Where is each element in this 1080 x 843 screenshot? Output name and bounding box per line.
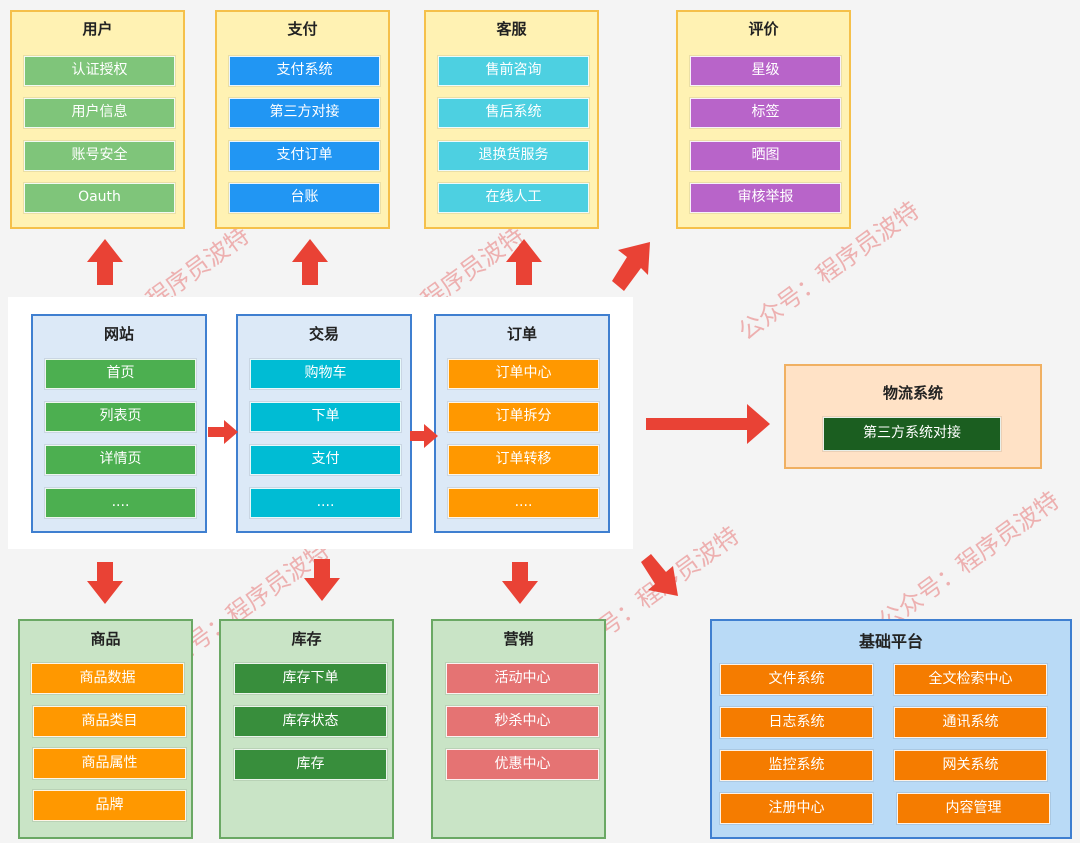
order-item: 订单拆分 (448, 402, 599, 432)
trade-module: 交易 购物车 下单 支付 .... (236, 314, 412, 533)
inventory-module: 库存 库存下单 库存状态 库存 (219, 619, 394, 839)
service-item: 售后系统 (438, 98, 589, 128)
payment-module-title: 支付 (287, 20, 318, 38)
marketing-item: 活动中心 (446, 663, 599, 694)
platform-item: 全文检索中心 (894, 664, 1047, 695)
website-module: 网站 首页 列表页 详情页 .... (31, 314, 207, 533)
arrow-up-icon (292, 239, 328, 285)
arrow-right-icon (410, 424, 438, 448)
website-module-title: 网站 (103, 325, 134, 343)
trade-item: .... (250, 488, 401, 518)
user-item: Oauth (24, 183, 175, 213)
order-module-title: 订单 (506, 325, 537, 343)
website-item: 详情页 (45, 445, 196, 475)
product-item: 商品属性 (33, 748, 186, 779)
order-module: 订单 订单中心 订单拆分 订单转移 .... (434, 314, 610, 533)
platform-item: 日志系统 (720, 707, 873, 738)
payment-item: 支付订单 (229, 141, 380, 171)
product-module: 商品 商品数据 商品类目 商品属性 品牌 (18, 619, 193, 839)
service-module: 客服 售前咨询 售后系统 退换货服务 在线人工 (424, 10, 599, 229)
review-module-title: 评价 (748, 20, 779, 38)
user-module-title: 用户 (82, 20, 113, 38)
website-item: 首页 (45, 359, 196, 389)
product-item: 商品类目 (33, 706, 186, 737)
platform-item: 网关系统 (894, 750, 1047, 781)
marketing-module-title: 营销 (503, 630, 534, 648)
service-item: 售前咨询 (438, 56, 589, 86)
product-item: 品牌 (33, 790, 186, 821)
user-item: 认证授权 (24, 56, 175, 86)
arrow-up-icon (87, 239, 123, 285)
product-item: 商品数据 (31, 663, 184, 694)
marketing-module: 营销 活动中心 秒杀中心 优惠中心 (431, 619, 606, 839)
arrow-down-icon (87, 562, 123, 604)
inventory-item: 库存状态 (234, 706, 387, 737)
order-item: 订单中心 (448, 359, 599, 389)
arrow-down-right-icon (641, 554, 678, 596)
inventory-module-title: 库存 (291, 630, 322, 648)
platform-item: 注册中心 (720, 793, 873, 824)
trade-item: 下单 (250, 402, 401, 432)
trade-item: 支付 (250, 445, 401, 475)
arrow-up-right-icon (612, 242, 650, 291)
service-item: 退换货服务 (438, 141, 589, 171)
review-item: 晒图 (690, 141, 841, 171)
arrow-down-icon (304, 559, 340, 601)
payment-item: 第三方对接 (229, 98, 380, 128)
user-module: 用户 认证授权 用户信息 账号安全 Oauth (10, 10, 185, 229)
review-module: 评价 星级 标签 晒图 审核举报 (676, 10, 851, 229)
website-item: .... (45, 488, 196, 518)
logistics-module: 物流系统 第三方系统对接 (784, 364, 1042, 469)
service-module-title: 客服 (496, 20, 527, 38)
user-item: 用户信息 (24, 98, 175, 128)
trade-module-title: 交易 (308, 325, 339, 343)
trade-item: 购物车 (250, 359, 401, 389)
logistics-item: 第三方系统对接 (823, 417, 1001, 451)
order-item: .... (448, 488, 599, 518)
marketing-item: 优惠中心 (446, 749, 599, 780)
review-item: 星级 (690, 56, 841, 86)
platform-module: 基础平台 文件系统 全文检索中心 日志系统 通讯系统 监控系统 网关系统 注册中… (710, 619, 1072, 839)
arrow-down-icon (502, 562, 538, 604)
platform-item: 内容管理 (897, 793, 1050, 824)
payment-module: 支付 支付系统 第三方对接 支付订单 台账 (215, 10, 390, 229)
payment-item: 台账 (229, 183, 380, 213)
service-item: 在线人工 (438, 183, 589, 213)
arrow-right-icon (208, 420, 238, 444)
user-item: 账号安全 (24, 141, 175, 171)
inventory-item: 库存 (234, 749, 387, 780)
inventory-item: 库存下单 (234, 663, 387, 694)
website-item: 列表页 (45, 402, 196, 432)
platform-item: 通讯系统 (894, 707, 1047, 738)
product-module-title: 商品 (90, 630, 121, 648)
payment-item: 支付系统 (229, 56, 380, 86)
platform-item: 监控系统 (720, 750, 873, 781)
arrow-up-icon (506, 239, 542, 285)
marketing-item: 秒杀中心 (446, 706, 599, 737)
review-item: 标签 (690, 98, 841, 128)
platform-item: 文件系统 (720, 664, 873, 695)
platform-module-title: 基础平台 (858, 632, 923, 651)
arrow-right-icon (646, 404, 770, 444)
logistics-module-title: 物流系统 (882, 384, 943, 402)
review-item: 审核举报 (690, 183, 841, 213)
order-item: 订单转移 (448, 445, 599, 475)
